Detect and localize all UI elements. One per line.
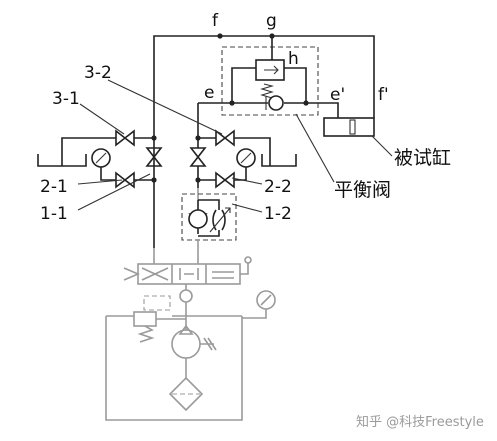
test-cylinder <box>323 106 375 137</box>
left-valve-column <box>37 110 163 248</box>
watermark: 知乎 @科技Freestyle <box>356 414 484 430</box>
pipe-e-prime <box>324 102 339 118</box>
label-3-2: 3-2 <box>84 63 112 83</box>
diagram-labels: f g h e e' f' 3-2 3-1 2-1 1-1 2-2 1-2 被试… <box>40 11 451 224</box>
balance-valve <box>198 36 324 116</box>
right-valve-column <box>189 103 297 200</box>
leader-lines <box>77 79 393 213</box>
label-f-prime: f' <box>378 85 389 105</box>
label-1-2: 1-2 <box>264 204 292 224</box>
label-e: e <box>204 83 214 103</box>
top-pipe-loop <box>153 33 375 110</box>
label-2-1: 2-1 <box>40 177 68 197</box>
flow-control-valve <box>181 193 237 241</box>
label-f: f <box>212 11 219 31</box>
label-cylinder-under-test: 被试缸 <box>394 147 451 169</box>
directional-valve <box>123 240 252 285</box>
label-g: g <box>266 11 277 31</box>
pump-station <box>105 284 276 421</box>
label-e-prime: e' <box>330 85 345 105</box>
label-1-1: 1-1 <box>40 204 68 224</box>
label-balance-valve: 平衡阀 <box>334 179 391 201</box>
label-3-1: 3-1 <box>52 89 80 109</box>
label-h: h <box>288 49 299 69</box>
label-2-2: 2-2 <box>264 177 292 197</box>
